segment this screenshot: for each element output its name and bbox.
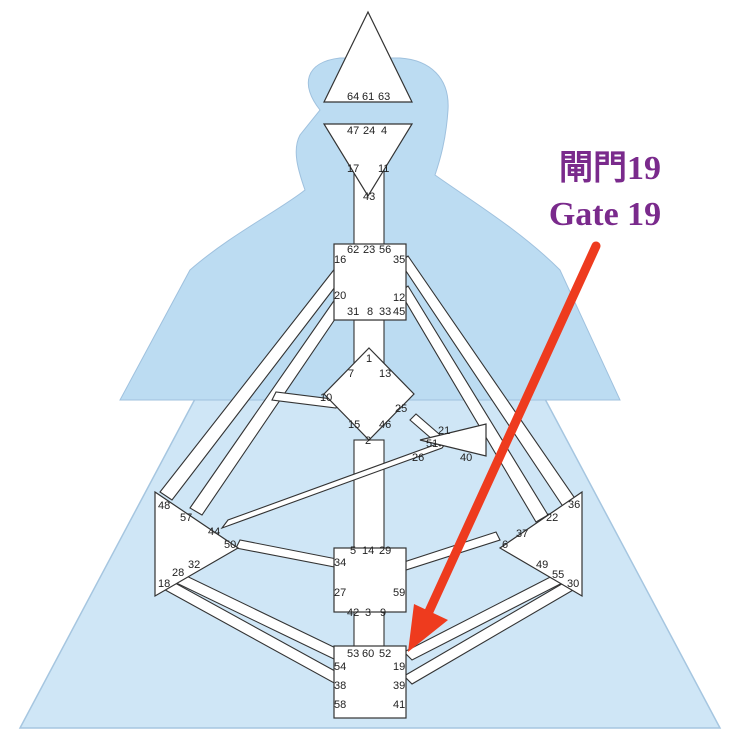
gate-label-highlight: 19 (393, 661, 405, 673)
gate-19-arrow (408, 241, 601, 652)
gate-label: 15 (348, 419, 360, 431)
gate-label: 62 (347, 244, 359, 256)
gate-label: 16 (334, 254, 346, 266)
gate-label: 27 (334, 587, 346, 599)
gate-label: 24 (363, 125, 375, 137)
centers (154, 10, 583, 719)
gate-label: 60 (362, 648, 374, 660)
gate-label: 7 (348, 368, 354, 380)
gate-label: 12 (393, 292, 405, 304)
gate-label: 2 (365, 435, 371, 447)
gate-label: 29 (379, 545, 391, 557)
throat-center (333, 243, 407, 321)
gate-label: 37 (516, 528, 528, 540)
gate-labels: 64 61 63 47 24 4 17 11 43 62 23 56 16 35… (158, 91, 580, 711)
gate-label: 26 (412, 452, 424, 464)
gate-label: 35 (393, 254, 405, 266)
gate-label: 44 (208, 526, 220, 538)
gate-label: 20 (334, 290, 346, 302)
gate-label: 54 (334, 661, 346, 673)
gate-label: 41 (393, 699, 405, 711)
ajna-center (322, 123, 414, 198)
gate-label: 8 (367, 306, 373, 318)
gate-label: 45 (393, 306, 405, 318)
gate-label: 51 (426, 438, 438, 450)
gate-label: 9 (380, 607, 386, 619)
gate-label: 53 (347, 648, 359, 660)
gate-label: 17 (347, 163, 359, 175)
gate-label: 50 (224, 539, 236, 551)
spleen-center (154, 490, 240, 598)
gate-label: 23 (363, 244, 375, 256)
gate-label: 30 (567, 578, 579, 590)
gate-label: 14 (362, 545, 374, 557)
gate-label: 3 (365, 607, 371, 619)
gate-label: 57 (180, 512, 192, 524)
gate-label: 61 (362, 91, 374, 103)
gate-label: 39 (393, 680, 405, 692)
gate-label-english: Gate 19 (548, 196, 662, 233)
heart-center (419, 423, 487, 457)
gate-label: 43 (363, 191, 375, 203)
gate-label: 55 (552, 569, 564, 581)
gate-label: 32 (188, 559, 200, 571)
g-center (323, 347, 415, 441)
gate-label: 18 (158, 578, 170, 590)
gate-label: 34 (334, 557, 346, 569)
head-center (323, 10, 413, 103)
gate-label: 42 (347, 607, 359, 619)
gate-label: 6 (502, 539, 508, 551)
gate-label: 40 (460, 452, 472, 464)
gate-label: 28 (172, 567, 184, 579)
gate-label: 56 (379, 244, 391, 256)
gate-label: 4 (381, 125, 387, 137)
root-center (333, 645, 407, 719)
gate-label: 48 (158, 500, 170, 512)
gate-label: 31 (347, 306, 359, 318)
gate-label-chinese: 閘門19 (559, 150, 661, 187)
gate-label: 5 (350, 545, 356, 557)
channels (157, 159, 581, 685)
gate-label: 63 (378, 91, 390, 103)
gate-label: 49 (536, 559, 548, 571)
gate-label: 46 (379, 419, 391, 431)
gate-label: 11 (378, 163, 389, 175)
gate-label: 22 (546, 512, 558, 524)
gate-label: 64 (347, 91, 359, 103)
solar-center (498, 490, 583, 598)
gate-label: 36 (568, 499, 580, 511)
gate-label: 59 (393, 587, 405, 599)
gate-label: 21 (438, 425, 450, 437)
gate-label: 13 (379, 368, 391, 380)
sacral-center (333, 547, 407, 613)
gate-label: 38 (334, 680, 346, 692)
gate-label: 1 (366, 353, 372, 365)
gate-label: 58 (334, 699, 346, 711)
gate-label: 52 (379, 648, 391, 660)
gate-label: 47 (347, 125, 359, 137)
gate-label: 10 (320, 392, 332, 404)
gate-label: 25 (395, 403, 407, 415)
gate-label: 33 (379, 306, 391, 318)
